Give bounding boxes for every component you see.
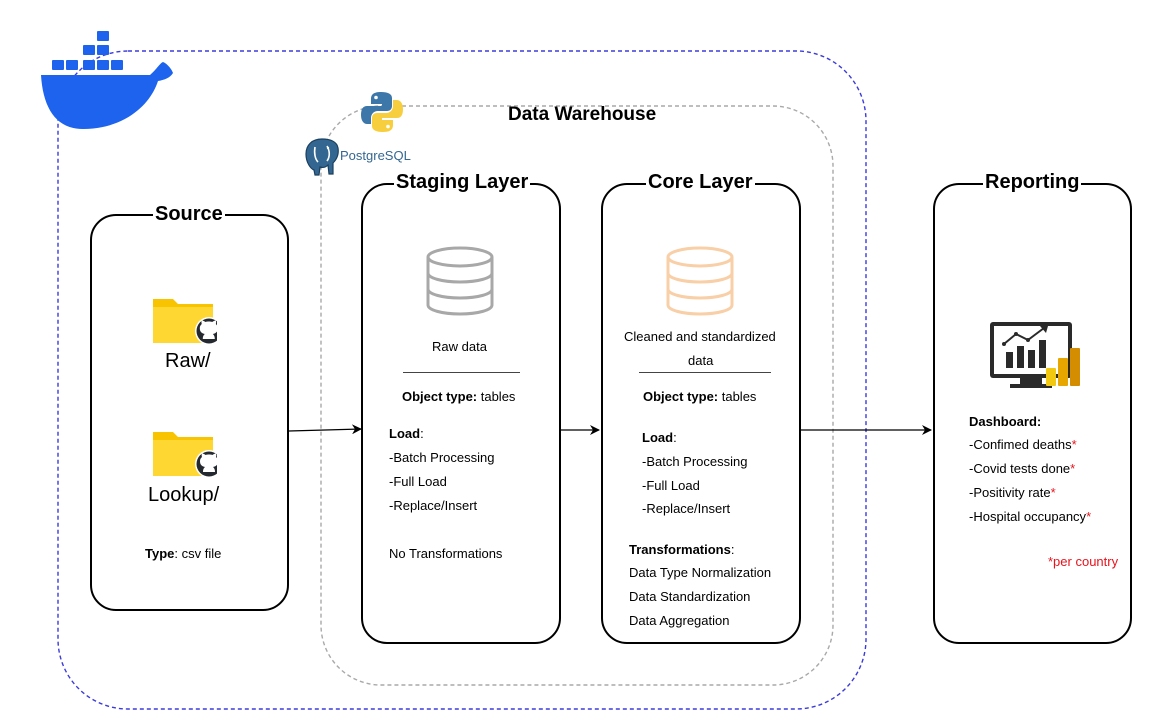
raw-folder-github-icon xyxy=(153,299,217,345)
staging-transform-note: No Transformations xyxy=(389,546,503,561)
staging-title: Staging Layer xyxy=(394,171,531,193)
report-item: -Hospital occupancy* xyxy=(969,509,1091,525)
report-item-text: -Hospital occupancy xyxy=(969,509,1087,524)
lookup-folder-github-icon xyxy=(153,432,217,478)
staging-load-item: -Batch Processing xyxy=(389,450,495,465)
staging-load-colon: : xyxy=(420,426,424,441)
staging-divider xyxy=(403,372,520,373)
raw-database-icon xyxy=(426,246,494,316)
core-caption-line2: data xyxy=(688,353,714,368)
staging-load-heading: Load: xyxy=(389,426,424,442)
postgresql-elephant-icon xyxy=(305,138,339,176)
report-asterisk: * xyxy=(1086,509,1092,524)
reporting-footnote: *per country xyxy=(1048,554,1119,569)
staging-object-type: Object type: tables xyxy=(402,389,515,405)
core-load-key: Load xyxy=(642,430,674,445)
source-type-line: Type: csv file xyxy=(145,546,221,562)
source-title: Source xyxy=(153,203,225,225)
core-load-colon: : xyxy=(673,430,677,445)
core-transform-item: Data Type Normalization xyxy=(629,565,772,580)
staging-caption: Raw data xyxy=(432,339,487,354)
staging-load-item: -Replace/Insert xyxy=(389,498,478,513)
core-transform-item: Data Aggregation xyxy=(629,613,730,628)
report-item: -Covid tests done* xyxy=(969,461,1075,477)
docker-whale-icon xyxy=(41,31,173,129)
arrow-source-to-staging xyxy=(288,424,362,435)
reporting-title: Reporting xyxy=(983,171,1082,193)
source-box xyxy=(90,214,289,611)
report-asterisk: * xyxy=(1070,461,1076,476)
report-item: -Positivity rate* xyxy=(969,485,1056,501)
report-asterisk: * xyxy=(1071,437,1077,452)
core-transform-heading: Transformations: xyxy=(629,542,734,558)
docker-boundary xyxy=(57,50,867,710)
report-item-text: -Positivity rate xyxy=(969,485,1051,500)
report-asterisk: * xyxy=(1050,485,1056,500)
core-load-item: -Replace/Insert xyxy=(642,501,731,516)
staging-object-value: tables xyxy=(477,389,516,404)
core-caption-line1: Cleaned and standardized xyxy=(624,329,776,344)
report-item-text: -Confimed deaths xyxy=(969,437,1072,452)
report-item-text: -Covid tests done xyxy=(969,461,1071,476)
staging-object-key: Object type: xyxy=(402,389,478,404)
warehouse-title: Data Warehouse xyxy=(508,104,657,125)
core-object-type: Object type: tables xyxy=(643,389,756,405)
report-item: -Confimed deaths* xyxy=(969,437,1077,453)
staging-load-key: Load xyxy=(389,426,421,441)
core-object-value: tables xyxy=(718,389,757,404)
core-object-key: Object type: xyxy=(643,389,719,404)
warehouse-boundary xyxy=(320,105,834,686)
dashboard-label: Dashboard: xyxy=(969,414,1042,429)
lookup-folder-label: Lookup/ xyxy=(148,484,220,506)
core-load-item: -Batch Processing xyxy=(642,454,748,469)
core-transform-item: Data Standardization xyxy=(629,589,751,604)
core-box xyxy=(601,183,801,644)
source-type-key: Type xyxy=(145,546,175,561)
core-database-icon xyxy=(666,246,734,316)
python-logo-icon xyxy=(361,92,403,132)
staging-box xyxy=(361,183,561,644)
staging-load-item: -Full Load xyxy=(389,474,447,489)
core-transform-key: Transformations xyxy=(629,542,731,557)
reporting-box xyxy=(933,183,1132,644)
core-transform-colon: : xyxy=(730,542,735,557)
source-type-value: : csv file xyxy=(174,546,222,561)
core-load-heading: Load: xyxy=(642,430,677,446)
core-title: Core Layer xyxy=(646,171,755,193)
power-bi-dashboard-icon xyxy=(990,322,1080,388)
core-load-item: -Full Load xyxy=(642,478,700,493)
postgresql-label: PostgreSQL xyxy=(340,148,411,163)
raw-folder-label: Raw/ xyxy=(165,350,211,372)
core-divider xyxy=(639,372,771,373)
